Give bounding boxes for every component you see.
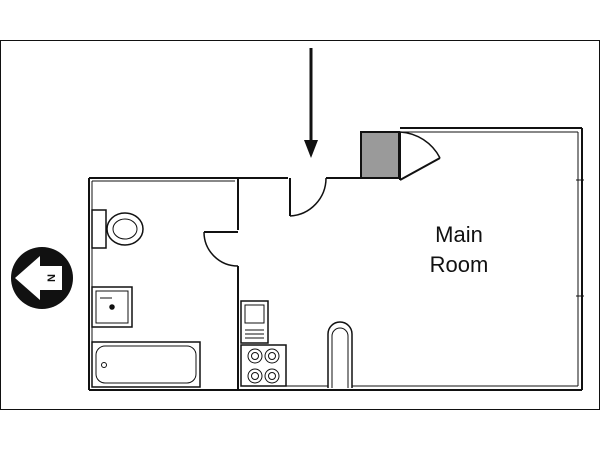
bathtub-icon — [91, 341, 201, 388]
main-room-label-line2: Room — [430, 252, 489, 277]
stove-icon — [240, 344, 287, 387]
entry-arrow-icon — [304, 48, 318, 158]
north-compass-icon: N — [11, 247, 73, 309]
bathroom-sink-icon — [91, 286, 133, 328]
kitchen-sink-icon — [240, 300, 269, 344]
toilet-icon — [91, 209, 144, 249]
closet — [360, 131, 400, 179]
window-marks — [576, 179, 584, 297]
main-room-label-line1: Main — [435, 222, 483, 247]
bathroom-door — [203, 231, 239, 267]
closet-door — [399, 131, 441, 181]
arched-fixture — [327, 321, 353, 388]
entry-door — [289, 177, 327, 217]
compass-letter: N — [46, 274, 58, 282]
plan-frame — [0, 40, 600, 410]
